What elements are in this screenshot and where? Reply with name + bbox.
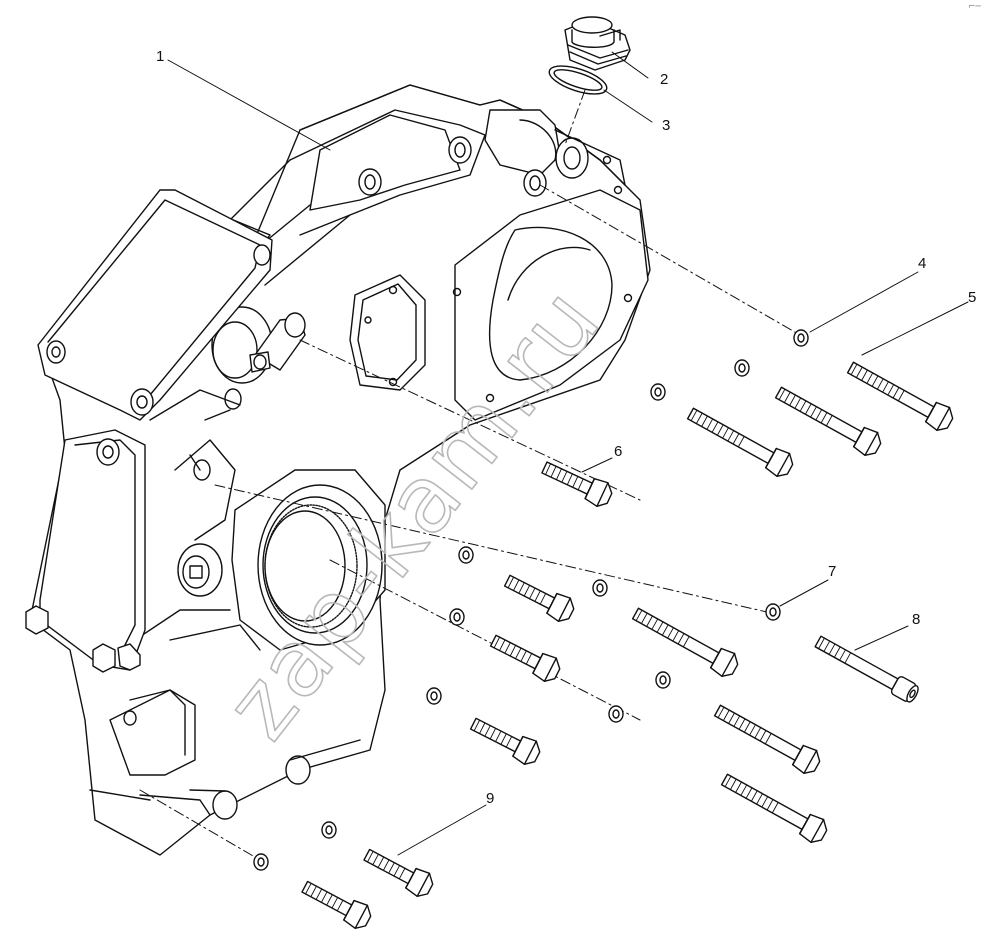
callout-5: 5 (968, 289, 976, 306)
washer (449, 608, 465, 626)
washer (608, 705, 624, 723)
washer (321, 821, 337, 839)
callout-8: 8 (912, 611, 920, 628)
socket-bolt-8 (812, 632, 922, 706)
assembly-axis-lines (139, 89, 801, 861)
bolt (717, 767, 832, 847)
bolt (771, 380, 886, 460)
bolt (466, 711, 545, 769)
washer (458, 546, 474, 564)
leader-lines (167, 51, 969, 856)
callout-4: 4 (918, 255, 926, 272)
bolt (683, 401, 798, 481)
washer (650, 383, 666, 401)
corner-mark: ⌐─ (968, 2, 982, 12)
washer (426, 687, 442, 705)
washer (253, 853, 269, 871)
callout-9: 9 (486, 790, 494, 807)
washer-4 (793, 329, 809, 347)
washer-7 (765, 603, 781, 621)
callout-labels: 1 2 3 4 5 6 7 8 9 (156, 48, 976, 807)
bolt-5 (843, 355, 958, 435)
bolt (297, 874, 376, 933)
filler-cap (564, 16, 631, 71)
washer (734, 359, 750, 377)
washer (592, 579, 608, 597)
gear-housing (25, 84, 651, 856)
o-ring (548, 65, 608, 95)
bolt (500, 568, 579, 626)
bolt (486, 628, 565, 686)
bolt (628, 601, 743, 681)
bolt-9 (359, 842, 438, 901)
bolt (710, 698, 825, 778)
bolt-6 (538, 455, 616, 511)
callout-3: 3 (662, 117, 670, 134)
callout-1: 1 (156, 48, 164, 65)
washer (655, 671, 671, 689)
callout-2: 2 (660, 71, 668, 88)
callout-7: 7 (828, 563, 836, 580)
callout-6: 6 (614, 443, 622, 460)
